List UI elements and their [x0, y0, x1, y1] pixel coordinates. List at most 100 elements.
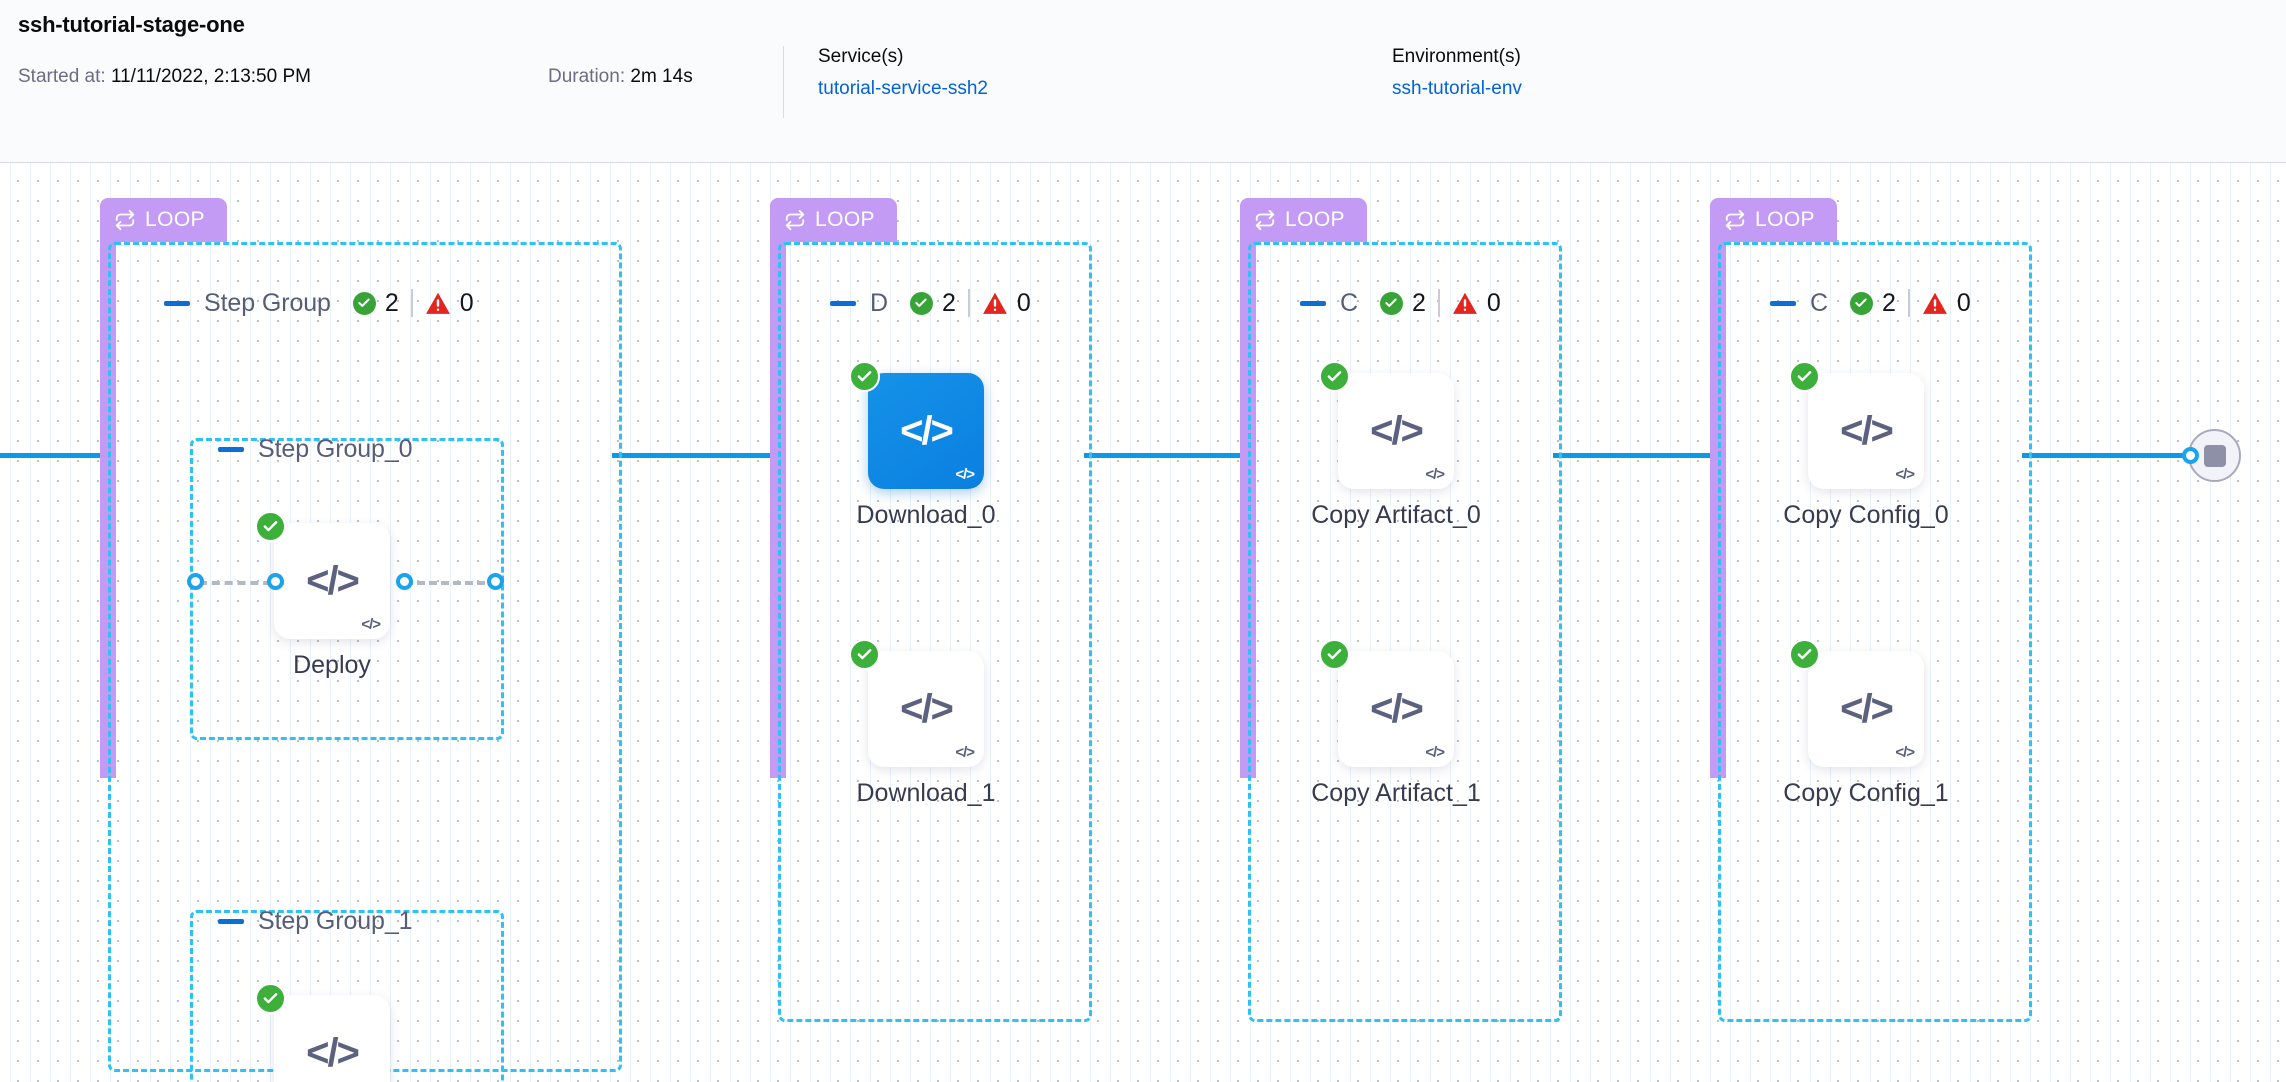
- port-left-outer[interactable]: [187, 573, 204, 590]
- group-2-name: D: [870, 288, 888, 317]
- node-label: Download_1: [856, 779, 996, 807]
- node-label: Copy Artifact_0: [1311, 501, 1481, 529]
- check-circle-icon: [1797, 649, 1812, 660]
- group-4-header[interactable]: C 2 0: [1770, 288, 1971, 318]
- group-3-header[interactable]: C 2 0: [1300, 288, 1501, 318]
- subgroup-step-group-1-box[interactable]: [190, 910, 504, 1082]
- group-1-failure-count: 0: [459, 288, 474, 317]
- check-circle-icon: [352, 291, 376, 315]
- shell-script-icon: </>: [361, 616, 381, 633]
- node-connector-left: [199, 581, 284, 585]
- loop-repeat-icon: [1255, 209, 1275, 231]
- collapse-toggle-icon[interactable]: [1300, 300, 1326, 306]
- service-link[interactable]: tutorial-service-ssh2: [818, 78, 988, 99]
- header-meta-row: Started at: 11/11/2022, 2:13:50 PM Durat…: [18, 46, 2258, 118]
- node-label: Copy Artifact_1: [1311, 779, 1481, 807]
- group-2-header[interactable]: D 2 0: [830, 288, 1031, 318]
- collapse-toggle-icon[interactable]: [830, 300, 856, 306]
- node-label: Deploy: [293, 651, 371, 679]
- check-circle-icon: [263, 521, 278, 532]
- node-tile[interactable]: </> </>: [274, 523, 390, 639]
- subgroup-step-group-1-header[interactable]: Step Group_1: [218, 906, 413, 936]
- status-badge: [255, 983, 286, 1014]
- check-circle-icon: [1327, 371, 1342, 382]
- code-icon: </>: [900, 687, 954, 731]
- code-icon: </>: [1370, 409, 1424, 453]
- services-label: Service(s): [818, 46, 904, 67]
- end-node-port[interactable]: [2182, 447, 2199, 464]
- check-circle-icon: [909, 291, 933, 315]
- status-badge: [1789, 639, 1820, 670]
- loop-repeat-icon: [115, 209, 135, 231]
- subgroup-step-group-1-name: Step Group_1: [258, 906, 413, 935]
- node-tile[interactable]: </> </>: [868, 373, 984, 489]
- started-at-label: Started at:: [18, 66, 106, 87]
- group-3-success-count: 2: [1411, 288, 1426, 317]
- status-badge: [1319, 639, 1350, 670]
- environments-block: Environment(s) ssh-tutorial-env: [1392, 46, 1522, 100]
- node-tile[interactable]: </> </>: [1808, 373, 1924, 489]
- group-1-name: Step Group: [204, 288, 331, 317]
- node-tile[interactable]: </> </>: [1338, 373, 1454, 489]
- group-2-success-count: 2: [941, 288, 956, 317]
- port-left-inner[interactable]: [267, 573, 284, 590]
- loop-repeat-icon: [1725, 209, 1745, 231]
- shell-script-icon: </>: [1425, 744, 1445, 761]
- code-icon: </>: [1840, 687, 1894, 731]
- shell-script-icon: </>: [955, 744, 975, 761]
- group-3-name: C: [1340, 288, 1358, 317]
- loop-badge-label: LOOP: [145, 208, 205, 231]
- connector-group4-end: [2022, 453, 2190, 458]
- connector-group3-group4: [1553, 453, 1710, 458]
- collapse-toggle-icon[interactable]: [218, 918, 244, 924]
- warning-triangle-icon: [1922, 292, 1947, 314]
- code-icon: </>: [306, 1031, 360, 1075]
- collapse-toggle-icon[interactable]: [1770, 300, 1796, 306]
- subgroup-step-group-0-name: Step Group_0: [258, 434, 413, 463]
- services-block: Service(s) tutorial-service-ssh2: [818, 46, 988, 100]
- collapse-toggle-icon[interactable]: [164, 300, 190, 306]
- group-2-failure-count: 0: [1016, 288, 1031, 317]
- node-tile[interactable]: </> </>: [1808, 651, 1924, 767]
- node-tile[interactable]: </> </>: [868, 651, 984, 767]
- node-tile[interactable]: </> </>: [274, 995, 390, 1082]
- warning-triangle-icon: [425, 292, 450, 314]
- group-1-header[interactable]: Step Group 2 0: [164, 288, 474, 318]
- node-label: Download_0: [856, 501, 996, 529]
- group-3-failure-count: 0: [1486, 288, 1501, 317]
- port-right-inner[interactable]: [396, 573, 413, 590]
- duration-label: Duration:: [548, 66, 626, 87]
- code-icon: </>: [900, 409, 954, 453]
- node-tile[interactable]: </> </>: [1338, 651, 1454, 767]
- check-circle-icon: [1379, 291, 1403, 315]
- connector-group1-group2: [612, 453, 770, 458]
- group-4-success-count: 2: [1881, 288, 1896, 317]
- shell-script-icon: </>: [1425, 466, 1445, 483]
- subgroup-step-group-0-header[interactable]: Step Group_0: [218, 434, 413, 464]
- pipeline-graph-canvas[interactable]: LOOP Step Group 2 0: [0, 163, 2286, 1082]
- check-circle-icon: [1797, 371, 1812, 382]
- code-icon: </>: [1370, 687, 1424, 731]
- port-right-outer[interactable]: [487, 573, 504, 590]
- group-4-box[interactable]: [1718, 242, 2032, 1022]
- loop-badge: LOOP: [100, 198, 227, 242]
- group-1-stats: 2 0: [352, 288, 474, 318]
- environment-link[interactable]: ssh-tutorial-env: [1392, 78, 1522, 99]
- loop-badge-label: LOOP: [815, 208, 875, 231]
- shell-script-icon: </>: [1895, 744, 1915, 761]
- warning-triangle-icon: [982, 292, 1007, 314]
- loop-badge: LOOP: [770, 198, 897, 242]
- node-label: Copy Config_0: [1783, 501, 1949, 529]
- status-badge: [1319, 361, 1350, 392]
- collapse-toggle-icon[interactable]: [218, 446, 244, 452]
- environments-label: Environment(s): [1392, 46, 1521, 67]
- stat-divider: [967, 289, 970, 317]
- group-2-box[interactable]: [778, 242, 1092, 1022]
- started-at-block: Started at: 11/11/2022, 2:13:50 PM: [18, 66, 311, 88]
- status-badge: [255, 511, 286, 542]
- group-3-box[interactable]: [1248, 242, 1562, 1022]
- loop-badge-label: LOOP: [1285, 208, 1345, 231]
- duration-block: Duration: 2m 14s: [548, 66, 693, 88]
- check-circle-icon: [1849, 291, 1873, 315]
- stop-square-icon: [2203, 444, 2226, 467]
